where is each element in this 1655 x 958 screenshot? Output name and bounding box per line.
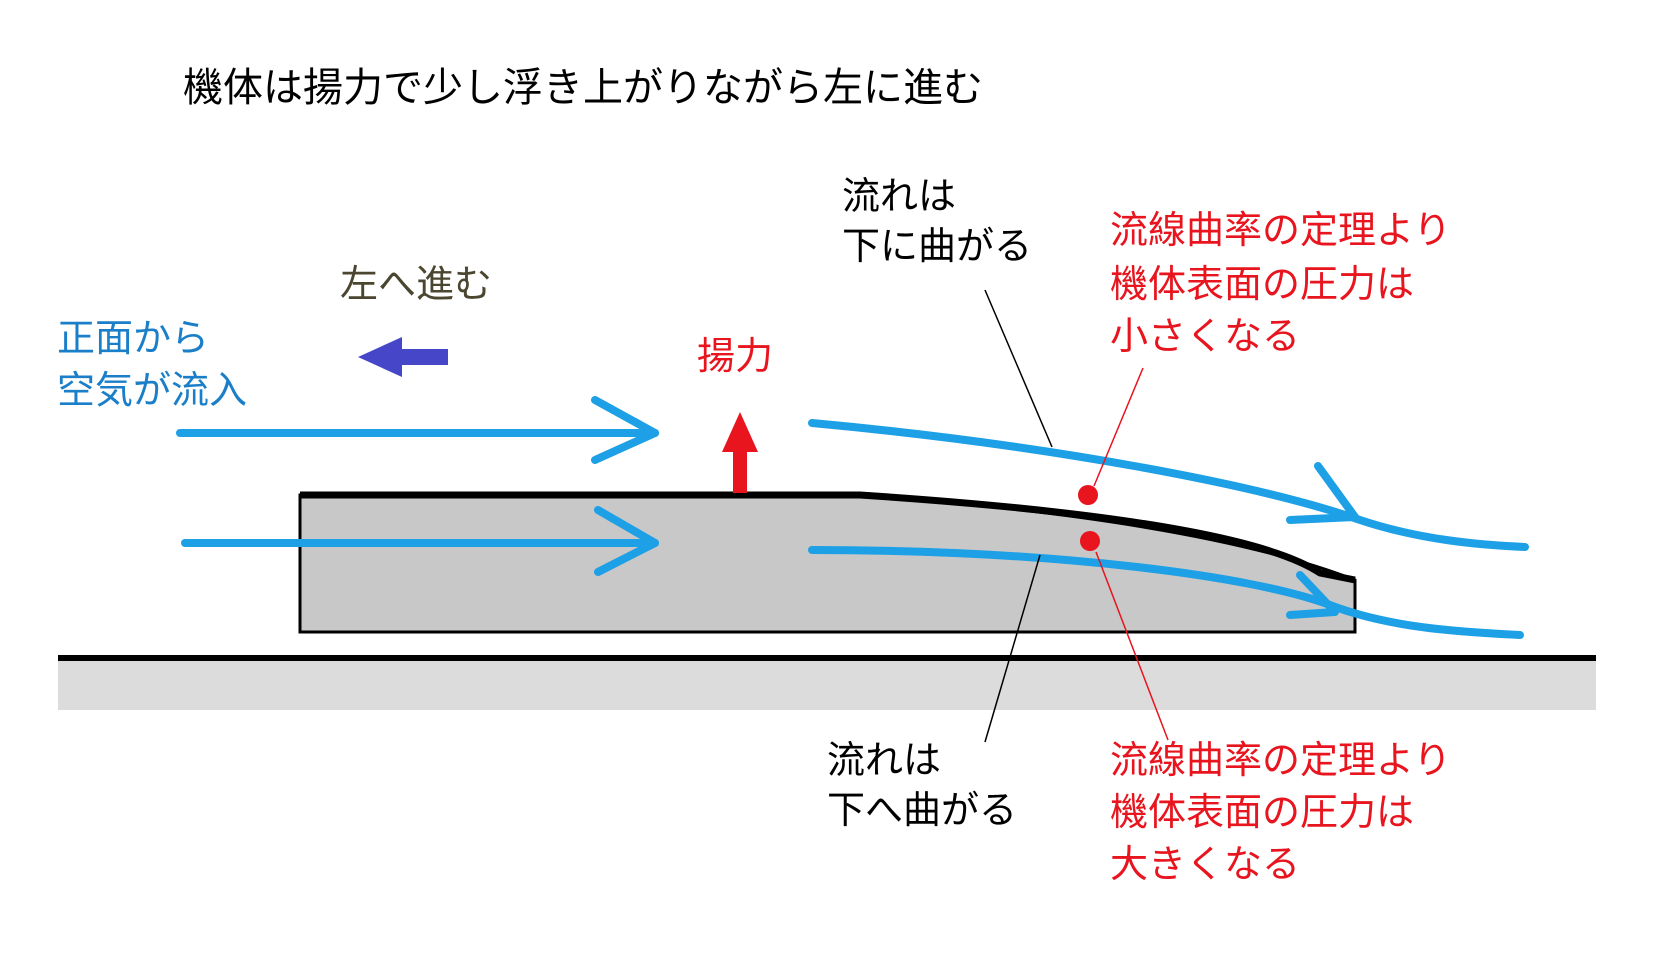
lower-pressure-label-line1: 流線曲率の定理より [1110, 738, 1452, 782]
vehicle-top-surface [300, 491, 1356, 584]
diagram-title: 機体は揚力で少し浮き上がりながら左に進む [183, 65, 983, 111]
upper-pressure-label-line2: 機体表面の圧力は [1110, 262, 1415, 306]
move-left-arrow [358, 337, 448, 377]
lower-pressure-label-line3: 大きくなる [1110, 842, 1301, 886]
leader-upper-flow [984, 289, 1053, 448]
inflow-arrow-upper [176, 396, 659, 464]
lower-pressure-label-line2: 機体表面の圧力は [1110, 790, 1415, 834]
move-left-label: 左へ進む [340, 262, 493, 306]
upper-pressure-label-line1: 流線曲率の定理より [1110, 208, 1452, 252]
upper-pressure-label-line3: 小さくなる [1110, 314, 1301, 358]
pressure-point-lower [1080, 531, 1100, 551]
lower-flow-label-line1: 流れは [827, 738, 942, 782]
vehicle-body [298, 493, 1357, 634]
streamline-upper [808, 419, 1529, 551]
inflow-arrow-lower [181, 506, 659, 576]
streamline-lower [808, 546, 1524, 639]
upper-flow-label-line1: 流れは [842, 174, 957, 218]
inflow-label-line2: 空気が流入 [57, 368, 248, 412]
pressure-point-upper [1078, 485, 1098, 505]
leader-upper-pressure [1093, 367, 1144, 487]
inflow-label-line1: 正面から [57, 316, 210, 360]
lift-arrow [722, 412, 758, 493]
lift-label: 揚力 [697, 334, 774, 378]
ground [58, 660, 1596, 710]
lower-flow-label-line2: 下へ曲がる [827, 788, 1018, 832]
upper-flow-label-line2: 下に曲がる [842, 224, 1033, 268]
leader-lower-flow [984, 554, 1041, 743]
leader-lower-pressure [1095, 551, 1169, 741]
